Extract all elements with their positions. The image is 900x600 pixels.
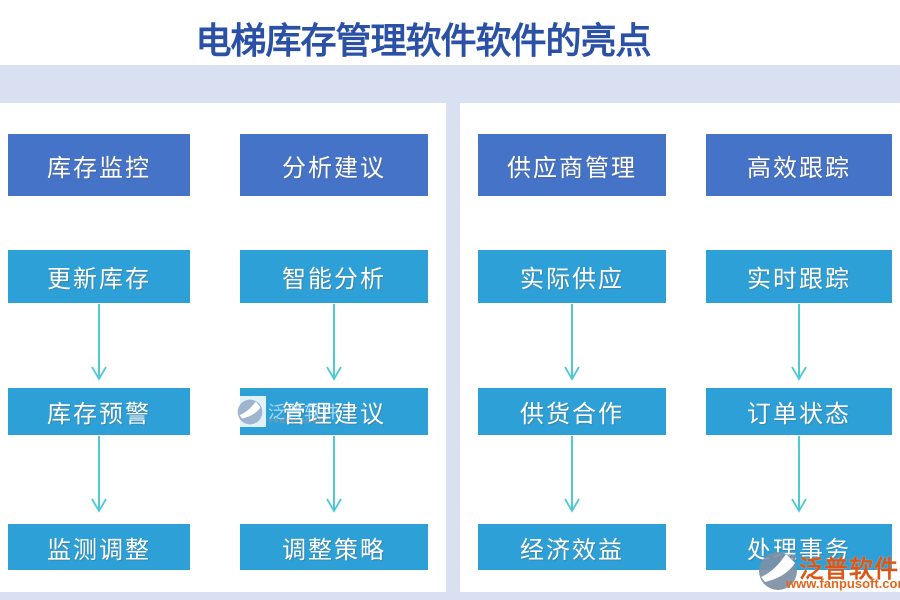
- flow-header-box: 供应商管理: [478, 134, 666, 196]
- flow-step-box: 更新库存: [8, 250, 190, 303]
- flow-column-efficient-tracking: 高效跟踪 实时跟踪 订单状态 处理事务: [706, 0, 892, 600]
- flow-step-box: 智能分析: [240, 250, 428, 303]
- down-arrow-icon: [326, 304, 342, 381]
- flow-step-box: 供货合作: [478, 388, 666, 435]
- flow-header-box: 分析建议: [240, 134, 428, 196]
- down-arrow-icon: [564, 304, 580, 381]
- flow-step-box: 订单状态: [706, 388, 892, 435]
- down-arrow-icon: [564, 436, 580, 513]
- down-arrow-icon: [91, 436, 107, 513]
- down-arrow-icon: [326, 436, 342, 513]
- bottom-band-divider: [0, 592, 900, 600]
- top-band-divider: [0, 65, 900, 103]
- flow-step-box: 调整策略: [240, 524, 428, 570]
- down-arrow-icon: [791, 436, 807, 513]
- flow-step-box: 实际供应: [478, 250, 666, 303]
- brand-url: www.fanpusoft.com: [786, 576, 900, 591]
- page-title: 电梯库存管理软件软件的亮点: [195, 21, 651, 61]
- flow-column-inventory-monitor: 库存监控 更新库存 库存预警 监测调整: [8, 0, 190, 600]
- down-arrow-icon: [91, 304, 107, 381]
- brand-watermark: 泛普软件 www.fanpusoft.com: [758, 549, 900, 595]
- flow-column-analysis-advice: 分析建议 智能分析 管理建议 调整策略: [240, 0, 428, 600]
- fanpu-logo-icon: [759, 552, 797, 590]
- flow-header-box: 库存监控: [8, 134, 190, 196]
- flow-header-box: 高效跟踪: [706, 134, 892, 196]
- brand-name: 泛普软件: [799, 557, 899, 583]
- flow-step-box: 监测调整: [8, 524, 190, 570]
- down-arrow-icon: [791, 304, 807, 381]
- flow-step-box: 管理建议: [240, 388, 428, 435]
- flow-step-box: 实时跟踪: [706, 250, 892, 303]
- flow-step-box: 库存预警: [8, 388, 190, 435]
- column-group-divider: [446, 103, 460, 600]
- flow-step-box: 经济效益: [478, 524, 666, 570]
- flow-column-supplier-management: 供应商管理 实际供应 供货合作 经济效益: [478, 0, 666, 600]
